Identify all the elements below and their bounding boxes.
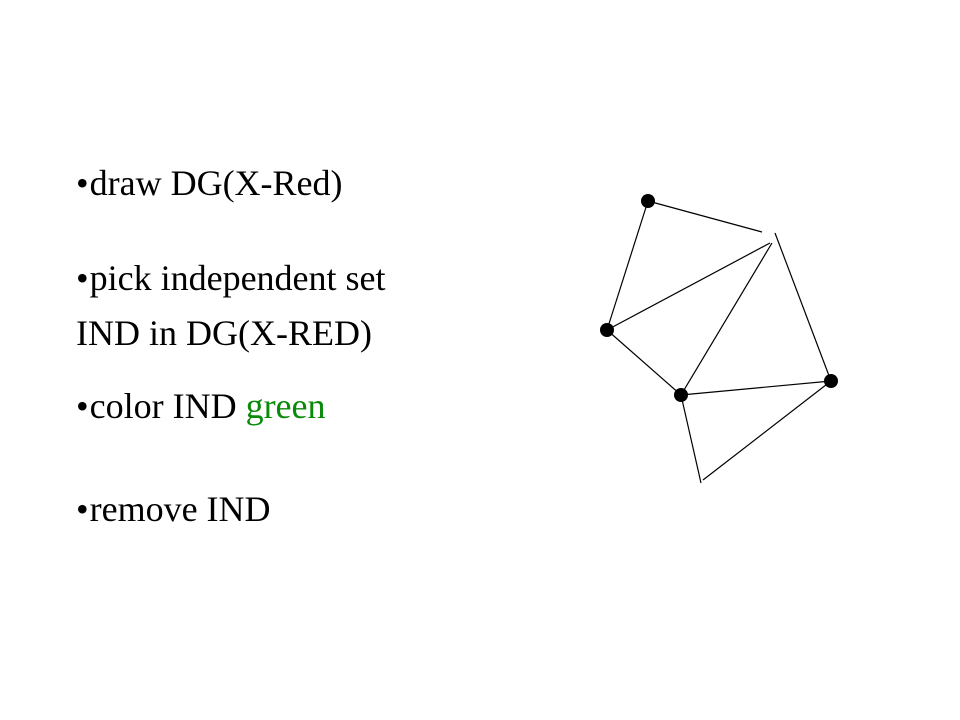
graph-edge xyxy=(702,380,832,481)
graph-vertex xyxy=(600,323,614,337)
graph-vertex xyxy=(674,388,688,402)
bullet-glyph: • xyxy=(76,258,89,298)
bullet-continuation: IND in DG(X-RED) xyxy=(76,313,372,353)
bullet-glyph: • xyxy=(76,163,89,203)
bullet-text: pick independent set xyxy=(89,258,386,298)
graph-edge xyxy=(647,200,763,233)
bullet-text: draw DG(X-Red) xyxy=(89,163,343,203)
bullet-glyph: • xyxy=(76,386,89,426)
graph-vertex xyxy=(641,194,655,208)
graph-edge xyxy=(680,242,773,396)
bullet-draw-dg: •draw DG(X-Red) xyxy=(76,162,343,204)
graph-vertex xyxy=(824,374,838,388)
graph-edge xyxy=(606,200,649,331)
graph-edge xyxy=(774,232,832,382)
bullet-text: color IND xyxy=(89,386,246,426)
graph-edge xyxy=(606,242,771,331)
highlight-word: green xyxy=(245,386,326,426)
bullet-color-ind: •color IND green xyxy=(76,385,326,427)
bullet-pick-independent-set: •pick independent set xyxy=(76,257,386,299)
bullet-remove-ind: •remove IND xyxy=(76,488,271,530)
graph-edge xyxy=(680,394,702,484)
bullet-glyph: • xyxy=(76,489,89,529)
graph-edge xyxy=(606,329,682,396)
graph-edge xyxy=(680,380,832,396)
bullet-text: remove IND xyxy=(89,489,271,529)
